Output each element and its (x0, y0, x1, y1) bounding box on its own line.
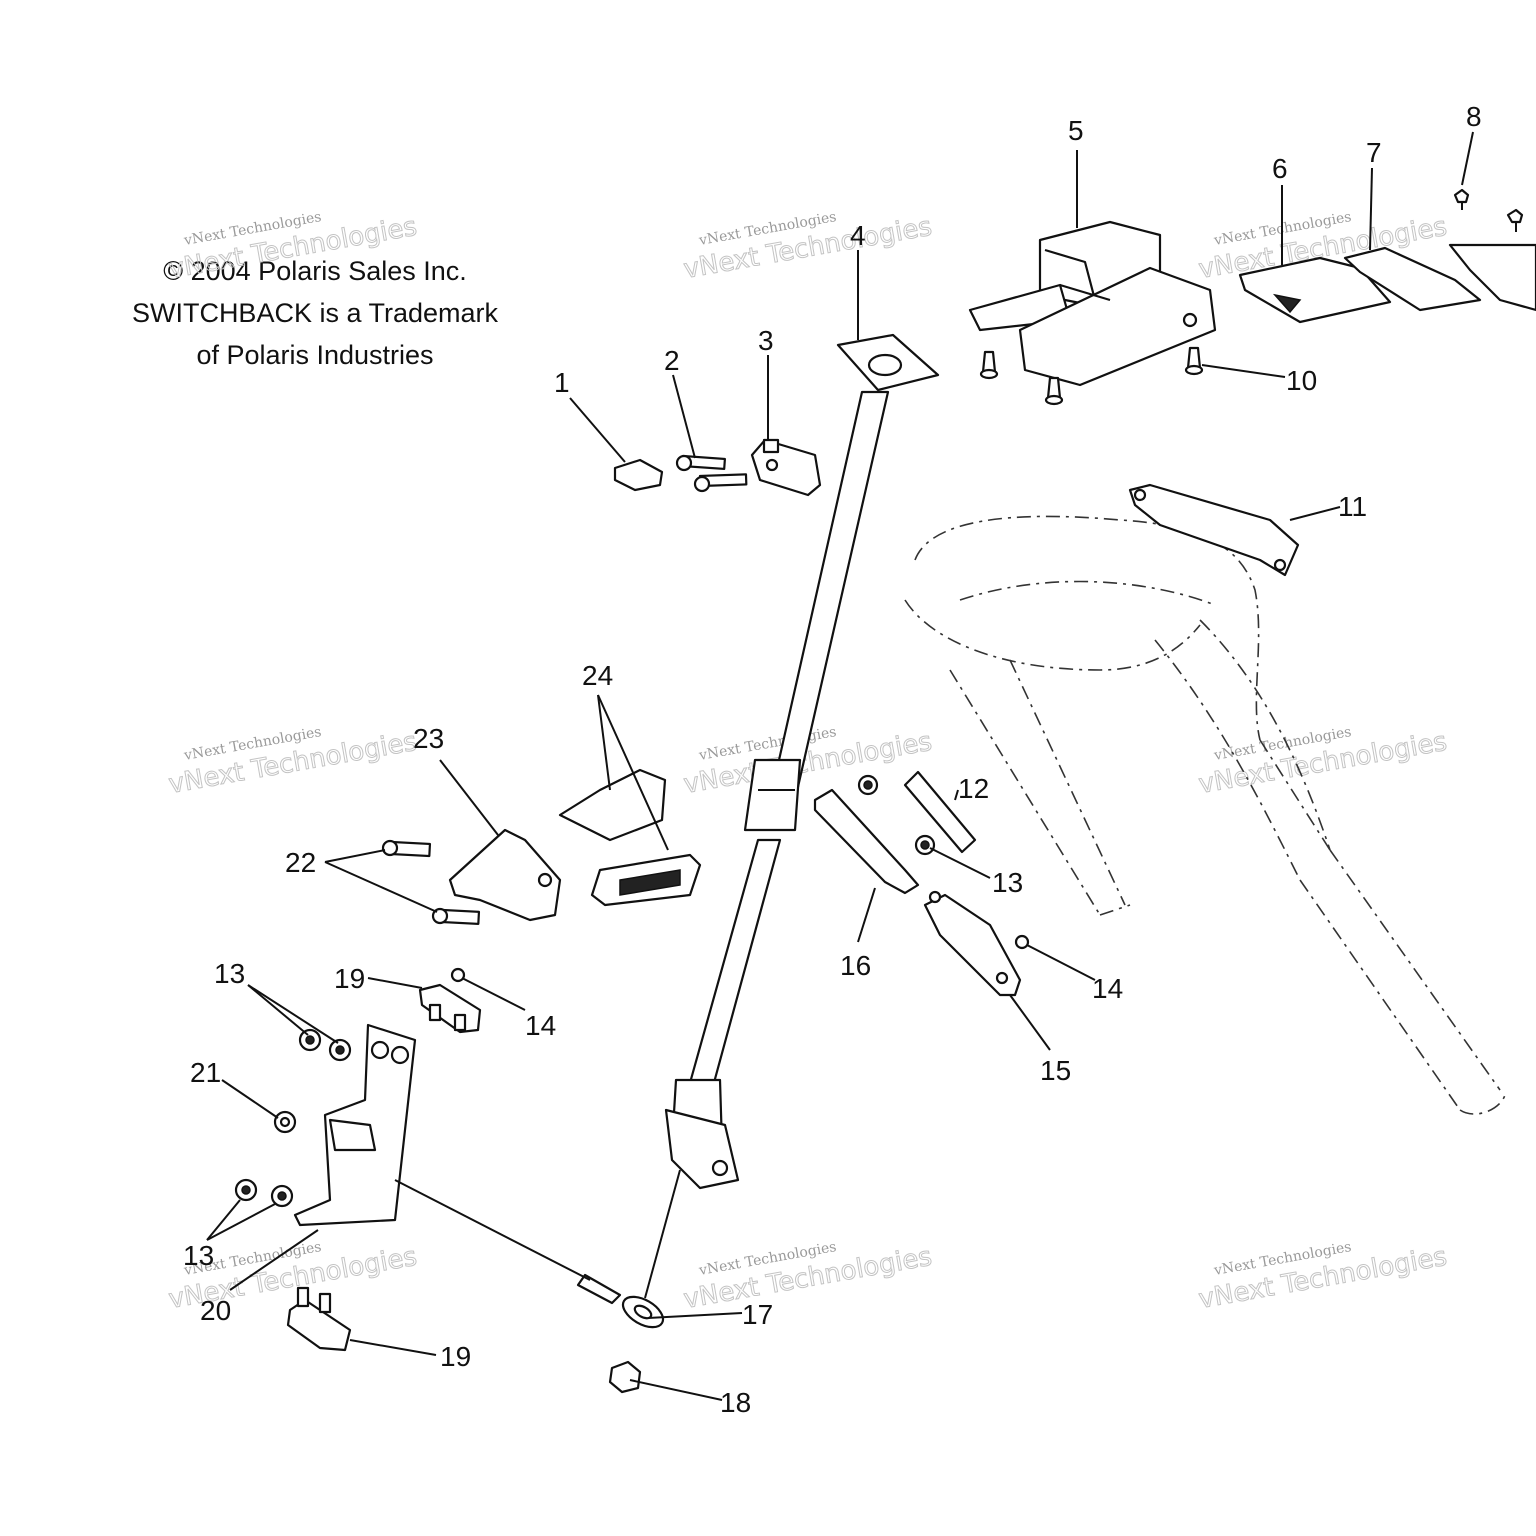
part-15-link (923, 890, 1022, 997)
watermark-mid-left: vNext Technologies vNext Technologies (166, 724, 420, 800)
callout-17: 17 (742, 1299, 773, 1330)
part-23-mount (448, 828, 562, 922)
part-24-grip-covers (558, 768, 702, 907)
part-7-cover (1343, 246, 1482, 312)
part-8-screws-bracket (1448, 188, 1536, 312)
callout-13-bottom: 13 (183, 1240, 214, 1271)
callout-7: 7 (1366, 137, 1382, 168)
part-18-nut (608, 1360, 642, 1394)
callout-3: 3 (758, 325, 774, 356)
part-10-push-pins (979, 346, 1204, 406)
watermark-top-center: vNext Technologies vNext Technologies (681, 209, 935, 285)
part-4-steering-post (664, 333, 940, 1190)
part-13-nuts-upper (857, 774, 936, 856)
callout-11: 11 (1338, 491, 1367, 522)
part-6-plate (1238, 256, 1392, 324)
callout-14-left: 14 (525, 1010, 556, 1041)
callout-1: 1 (554, 367, 570, 398)
part-5-switch-housing (968, 220, 1217, 387)
watermark-top-left: vNext Technologies vNext Technologies (166, 209, 420, 285)
copyright-line-2: SWITCHBACK is a Trademark (131, 298, 499, 328)
part-13-nuts-lower (234, 1028, 352, 1208)
callout-leaders (206, 131, 1474, 1401)
part-21-washer (273, 1110, 297, 1134)
callout-13-left: 13 (214, 958, 245, 989)
callout-14-right: 14 (1092, 973, 1123, 1004)
handlebar-outline-ghost (904, 515, 1506, 1115)
part-20-steering-bracket (293, 1023, 417, 1227)
callout-19-lower: 19 (440, 1341, 471, 1372)
watermark-bottom-center: vNext Technologies vNext Technologies (681, 1239, 935, 1315)
part-11-handlebar-cap (1128, 483, 1300, 577)
callout-19-upper: 19 (334, 963, 365, 994)
callout-5: 5 (1068, 115, 1084, 146)
copyright-notice: © 2004 Polaris Sales Inc. SWITCHBACK is … (100, 250, 530, 376)
callout-24: 24 (582, 660, 613, 691)
part-16-clamp-bracket (813, 788, 920, 895)
callout-15: 15 (1040, 1055, 1071, 1086)
callout-10: 10 (1286, 365, 1317, 396)
callout-18: 18 (720, 1387, 751, 1418)
watermark-bottom-right: vNext Technologies vNext Technologies (1196, 1239, 1450, 1315)
callout-21: 21 (190, 1057, 221, 1088)
part-1-clip (613, 458, 664, 492)
part-14-screws (450, 934, 1030, 983)
callout-23: 23 (413, 723, 444, 754)
part-17-tie-rod-end (576, 1273, 665, 1329)
callout-2: 2 (664, 345, 680, 376)
callout-6: 6 (1272, 153, 1288, 184)
part-22-bolts (381, 839, 481, 925)
watermark-mid-right: vNext Technologies vNext Technologies (1196, 724, 1450, 800)
part-12-clamp (903, 770, 977, 854)
callout-20: 20 (200, 1295, 231, 1326)
copyright-line-1: © 2004 Polaris Sales Inc. (163, 256, 467, 286)
callout-4: 4 (850, 220, 866, 251)
callout-labels: 1 2 3 4 5 6 7 8 10 11 12 13 14 15 16 17 … (183, 101, 1482, 1418)
callout-12: 12 (958, 773, 989, 804)
copyright-line-3: of Polaris Industries (196, 340, 434, 370)
part-19-pivot-plate-lower (286, 1286, 352, 1352)
callout-8: 8 (1466, 101, 1482, 132)
assembly-guide-lines (394, 1169, 681, 1299)
callout-16: 16 (840, 950, 871, 981)
callout-22: 22 (285, 847, 316, 878)
part-2-bolts (675, 454, 748, 493)
callout-13-upper: 13 (992, 867, 1023, 898)
part-19-pivot-plate-upper (418, 983, 482, 1034)
part-3-block (750, 438, 822, 497)
